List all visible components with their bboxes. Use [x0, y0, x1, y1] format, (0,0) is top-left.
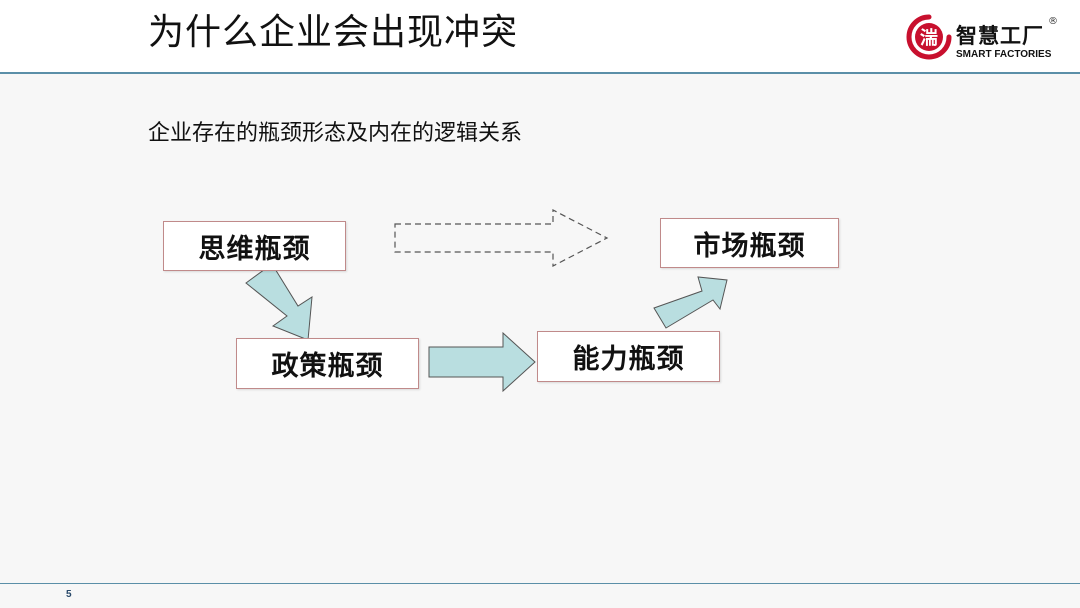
logo-name: 智慧工厂: [956, 24, 1044, 48]
page-number: 5: [66, 589, 72, 600]
footer-divider: [0, 583, 1080, 584]
node-capability-bottleneck: 能力瓶颈: [537, 331, 720, 382]
brand-logo: 湍 智慧工厂 ® SMART FACTORIES: [906, 14, 1066, 70]
arrow-thinking-to-policy: [245, 263, 313, 341]
node-policy-bottleneck: 政策瓶颈: [236, 338, 419, 389]
slide-header: 为什么企业会出现冲突 湍 智慧工厂 ® SMART FACTORIES: [0, 0, 1080, 74]
logo-seal-icon: 湍: [906, 14, 952, 60]
arrow-thinking-to-market: [394, 209, 609, 267]
slide-title: 为什么企业会出现冲突: [148, 12, 519, 53]
node-thinking-bottleneck: 思维瓶颈: [163, 221, 346, 271]
logo-subname: SMART FACTORIES: [956, 49, 1052, 60]
header-divider: [0, 72, 1080, 74]
arrow-policy-to-capability: [428, 331, 536, 393]
slide-subtitle: 企业存在的瓶颈形态及内在的逻辑关系: [148, 121, 523, 146]
node-market-bottleneck: 市场瓶颈: [660, 218, 839, 268]
arrow-capability-to-market: [653, 276, 728, 329]
registered-mark: ®: [1048, 16, 1058, 27]
logo-seal-char: 湍: [920, 27, 938, 49]
